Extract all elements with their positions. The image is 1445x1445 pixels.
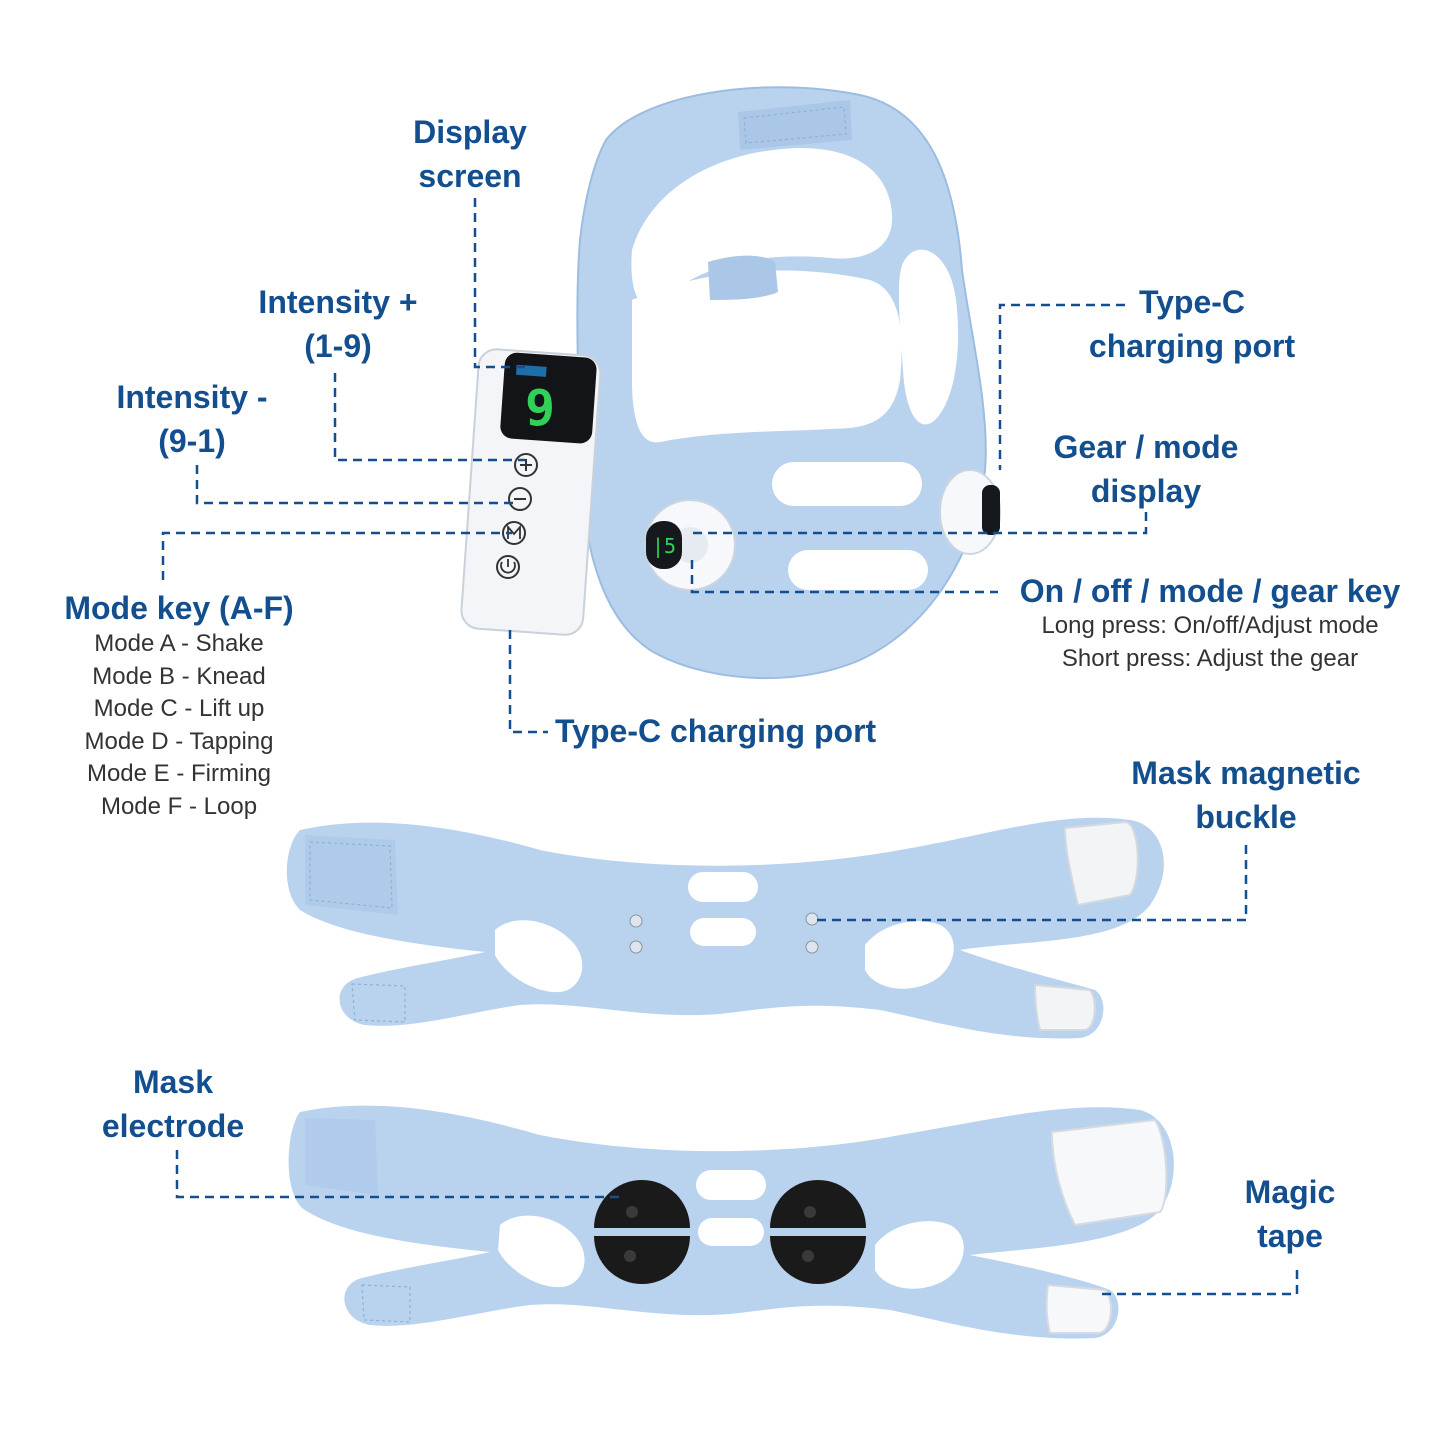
mode-item: Mode E - Firming: [86, 760, 272, 787]
mask-electrode-label: Mask electrode: [101, 1064, 245, 1144]
remote-charging-port-label: Type-C charging port: [555, 713, 877, 749]
remote-display-digit: 9: [525, 379, 555, 437]
head-mask: |5: [576, 86, 1001, 680]
remote-control: 9: [460, 348, 602, 636]
chin-strap-with-buckles: [286, 817, 1164, 1039]
mode-item: Mode C - Lift up: [93, 695, 265, 722]
power-key-title: On / off / mode / gear key: [1019, 573, 1401, 609]
mode-list: Mode A - Shake Mode B - Knead Mode C - L…: [40, 628, 318, 823]
intensity-minus-label: Intensity - (9-1): [116, 379, 268, 459]
mode-item: Mode B - Knead: [92, 662, 266, 690]
chin-strap-with-electrodes: [288, 1105, 1174, 1339]
leader-lines: [161, 198, 1299, 1296]
mode-item: Mode D - Tapping: [84, 727, 274, 755]
display-screen-label: Display screen: [413, 114, 527, 194]
magnetic-buckle-label: Mask magnetic buckle: [1131, 755, 1361, 835]
mode-key-title: Mode key (A-F): [64, 590, 294, 626]
mode-item: Mode A - Shake: [94, 630, 264, 657]
power-key-notes: Long press: On/off/Adjust mode Short pre…: [1041, 612, 1379, 672]
minus-button[interactable]: [508, 487, 532, 511]
intensity-plus-label: Intensity + (1-9): [258, 284, 418, 364]
mask-charging-port-label: Type-C charging port: [1088, 284, 1296, 364]
svg-text:|5: |5: [652, 534, 676, 558]
mode-button[interactable]: [502, 521, 526, 545]
power-button[interactable]: [496, 555, 520, 579]
magic-tape-label: Magic tape: [1244, 1174, 1336, 1254]
mode-item: Mode F - Loop: [100, 792, 258, 820]
gear-mode-display-label: Gear / mode display: [1053, 429, 1239, 509]
plus-button[interactable]: [514, 453, 538, 477]
